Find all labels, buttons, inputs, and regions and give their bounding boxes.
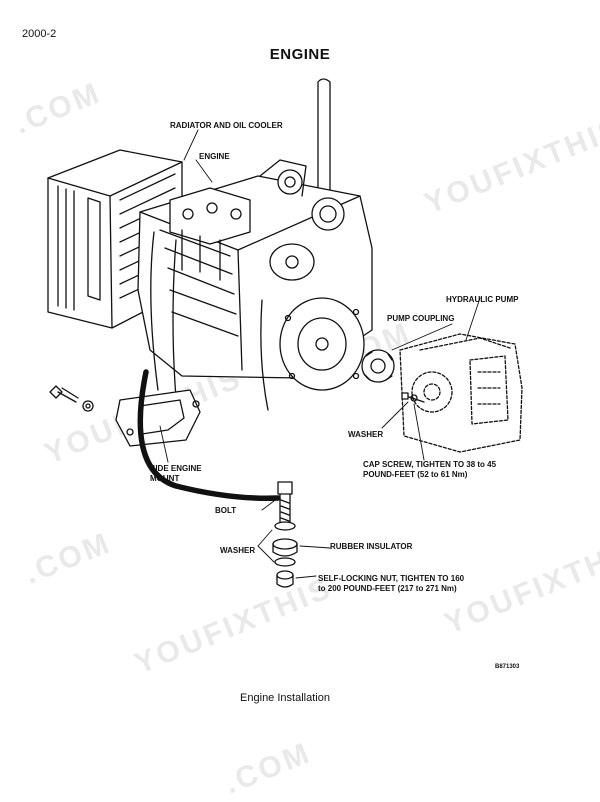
page-number: 2000-2 <box>22 28 57 40</box>
label-washer-mount: WASHER <box>220 546 256 555</box>
lift-strap <box>137 369 281 501</box>
label-nut-line2: to 200 POUND-FEET (217 to 271 Nm) <box>318 584 457 593</box>
label-cap-screw-line2: POUND-FEET (52 to 61 Nm) <box>363 470 468 479</box>
label-side-mount-line1: SIDE ENGINE <box>150 464 202 473</box>
label-side-mount-line2: MOUNT <box>150 474 180 483</box>
label-pump-coupling: PUMP COUPLING <box>387 314 455 323</box>
hydraulic-pump-drawing <box>399 333 523 453</box>
label-bolt: BOLT <box>215 506 237 515</box>
label-hydraulic-pump: HYDRAULIC PUMP <box>446 295 519 304</box>
mount-hardware-drawing <box>272 481 298 588</box>
label-self-locking-nut: SELF-LOCKING NUT, TIGHTEN TO 160 to 200 … <box>318 574 464 594</box>
label-washer-pump: WASHER <box>348 430 384 439</box>
loose-bolt-drawing <box>49 385 94 412</box>
label-side-engine-mount: SIDE ENGINE MOUNT <box>150 464 202 484</box>
figure-code: B871303 <box>495 664 520 670</box>
cap-screw-drawing <box>401 392 425 403</box>
side-engine-mount-drawing <box>115 389 201 447</box>
label-cap-screw-line1: CAP SCREW, TIGHTEN TO 38 to 45 <box>363 460 497 469</box>
label-cap-screw: CAP SCREW, TIGHTEN TO 38 to 45 POUND-FEE… <box>363 460 496 480</box>
label-nut-line1: SELF-LOCKING NUT, TIGHTEN TO 160 <box>318 574 465 583</box>
engine-drawing <box>137 159 373 411</box>
leader-lines <box>159 129 481 579</box>
label-engine: ENGINE <box>199 152 230 161</box>
label-radiator-oil-cooler: RADIATOR AND OIL COOLER <box>170 121 283 130</box>
label-rubber-insulator: RUBBER INSULATOR <box>330 542 413 551</box>
page-title: ENGINE <box>269 46 331 63</box>
figure-caption: Engine Installation <box>240 692 330 704</box>
pump-coupling-drawing <box>361 349 395 383</box>
engine-installation-diagram <box>47 78 523 588</box>
